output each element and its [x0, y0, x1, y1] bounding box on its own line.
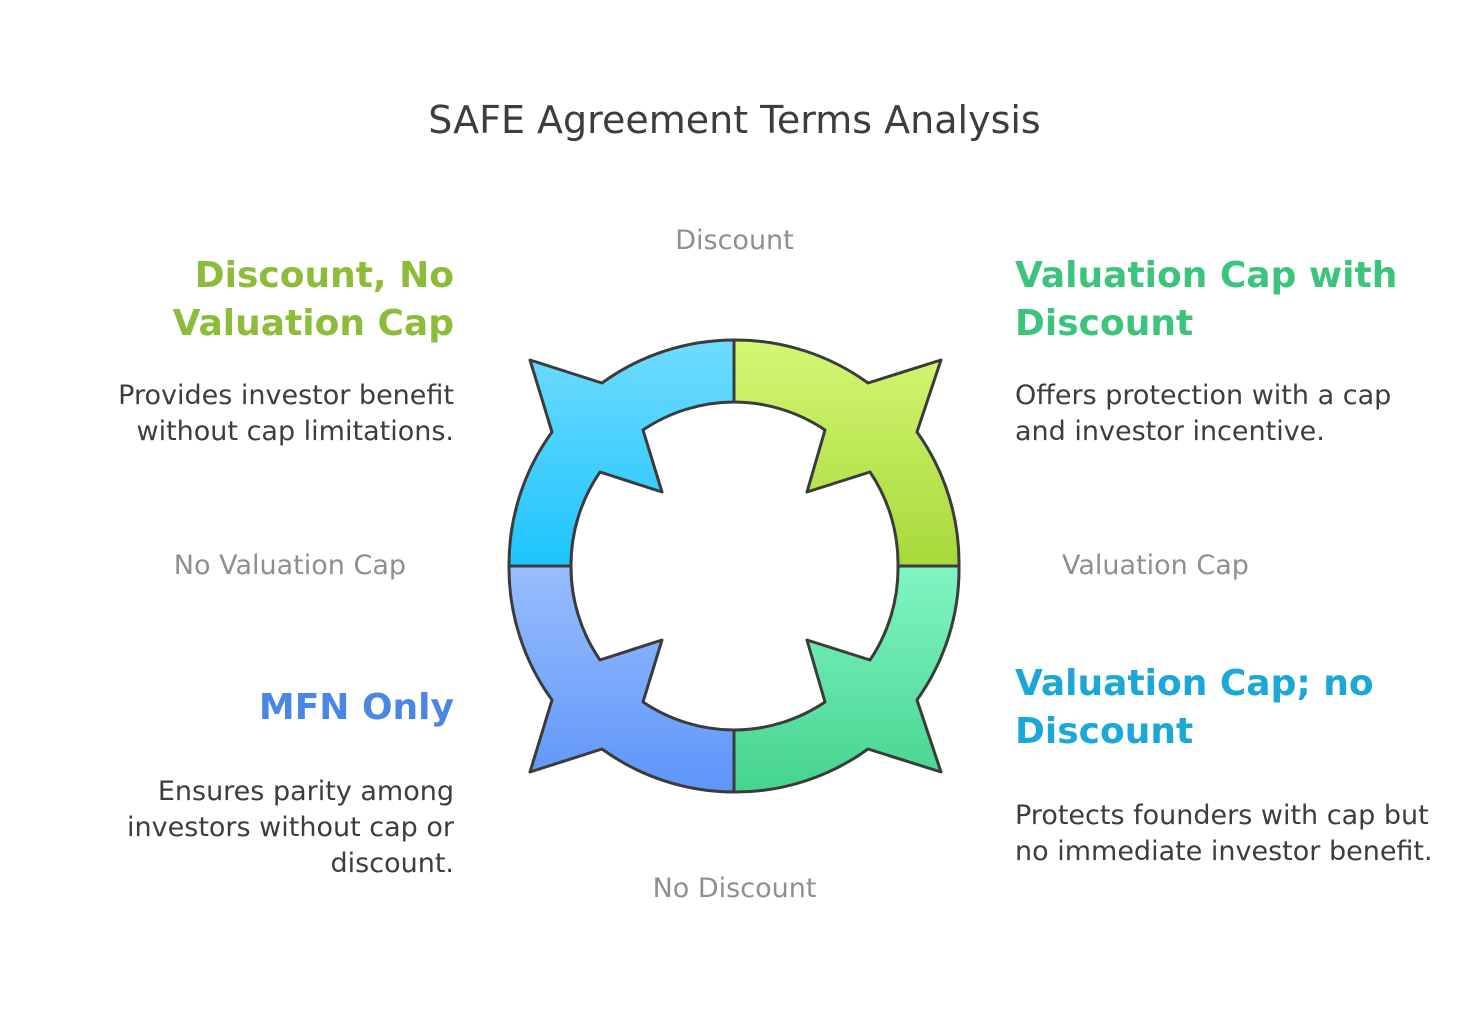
ring-segment-bottom-right — [732, 564, 961, 794]
axis-label-bottom: No Discount — [652, 873, 817, 904]
axis-label-top: Discount — [675, 225, 794, 256]
quadrant-discount-no-cap: Discount, No Valuation Cap Provides inve… — [34, 252, 454, 450]
quadrant-heading: Discount, No Valuation Cap — [172, 255, 454, 344]
quadrant-cap-no-discount: Valuation Cap; no Discount Protects foun… — [1015, 660, 1435, 870]
quadrant-description: Offers protection with a cap and investo… — [1015, 380, 1392, 447]
quadrant-mfn-only: MFN Only Ensures parity among investors … — [34, 684, 454, 882]
quadrant-cap-with-discount: Valuation Cap with Discount Offers prote… — [1015, 252, 1435, 450]
quadrant-heading: Valuation Cap; no Discount — [1015, 663, 1374, 752]
page-title: SAFE Agreement Terms Analysis — [428, 98, 1041, 142]
quadrant-heading: MFN Only — [258, 687, 454, 728]
ring-segment-top-right — [732, 338, 961, 568]
quadrant-description: Ensures parity among investors without c… — [127, 776, 454, 879]
axis-label-left: No Valuation Cap — [173, 550, 406, 581]
ring-segment-top-left — [507, 338, 736, 568]
quadrant-heading: Valuation Cap with Discount — [1015, 255, 1398, 344]
ring-segment-bottom-left — [507, 564, 736, 794]
quadrant-description: Protects founders with cap but no immedi… — [1015, 800, 1433, 867]
quadrant-description: Provides investor benefit without cap li… — [118, 380, 454, 447]
axis-label-right: Valuation Cap — [1062, 550, 1249, 581]
